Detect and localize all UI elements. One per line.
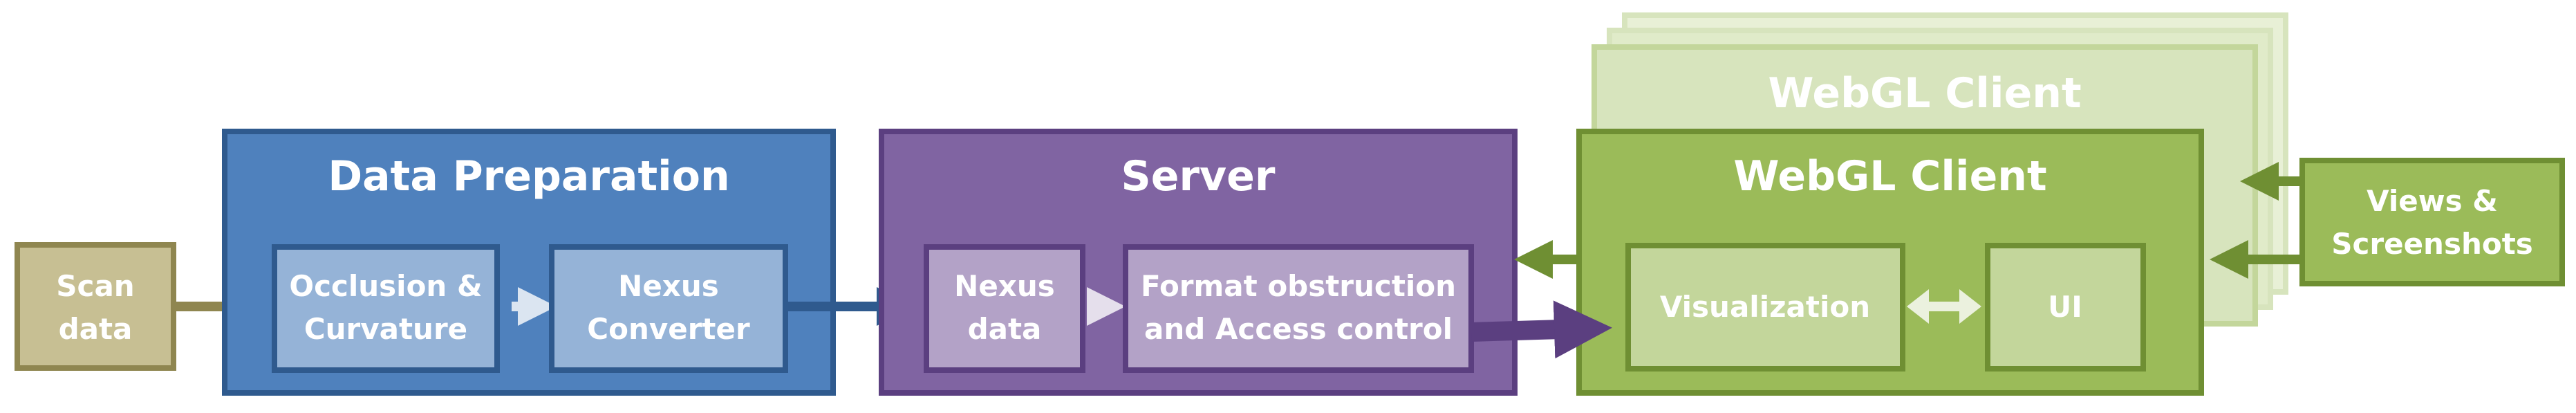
scan-data-label-line2: data (59, 312, 133, 346)
arrowhead-right (1959, 289, 1981, 324)
nexus-data-label-line2: data (968, 312, 1042, 346)
scan-data-label-line1: Scan (56, 269, 134, 303)
views-label-line2: Screenshots (2331, 227, 2533, 261)
visualization-box (1625, 243, 1905, 371)
ui-box (1985, 243, 2146, 371)
format-label-line2: and Access control (1144, 312, 1453, 346)
visualization-label: Visualization (1660, 290, 1870, 324)
nexus-converter-label-line1: Nexus (618, 269, 719, 303)
nexus-data-label-line1: Nexus (954, 269, 1055, 303)
arrowhead-left (1907, 289, 1929, 324)
nexus-data-box (924, 244, 1085, 373)
webgl-client-title: WebGL Client (1733, 152, 2046, 201)
occlusion-label-line2: Curvature (304, 312, 467, 346)
views-screenshots-box (2299, 158, 2565, 286)
ui-label: UI (2048, 290, 2082, 324)
scan-data-box (15, 242, 176, 371)
format-label-line1: Format obstruction (1141, 269, 1456, 303)
occlusion-curvature-box (272, 244, 500, 373)
nexus-converter-label-line2: Converter (587, 312, 750, 346)
format-access-control-box (1123, 244, 1474, 373)
occlusion-label-line1: Occlusion & (289, 269, 482, 303)
arrow-format-to-visualization (1471, 300, 1612, 359)
views-label-line1: Views & (2367, 184, 2498, 218)
server-title: Server (1121, 152, 1276, 201)
data-preparation-title: Data Preparation (328, 152, 729, 201)
nexus-converter-box (549, 244, 788, 373)
webgl-client-ghost-title: WebGL Client (1768, 69, 2081, 118)
